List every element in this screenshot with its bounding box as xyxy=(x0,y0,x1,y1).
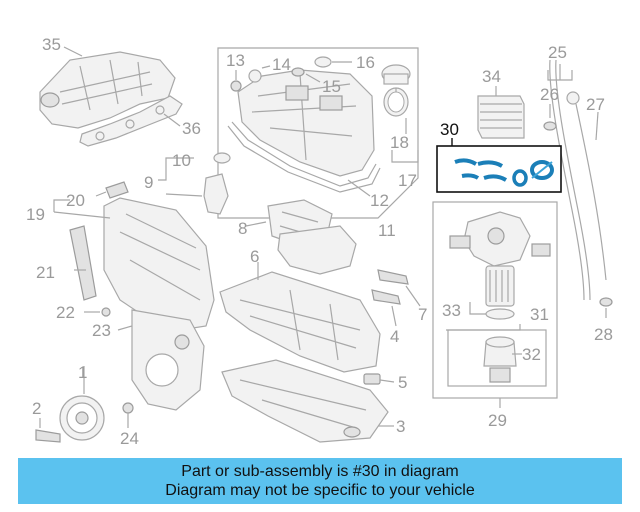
drain-plug xyxy=(363,373,381,385)
callout-22: 22 xyxy=(56,303,75,322)
callout-21: 21 xyxy=(36,263,55,282)
callout-5: 5 xyxy=(398,373,407,392)
banner-line-2: Diagram may not be specific to your vehi… xyxy=(165,482,475,499)
pulley-bolt xyxy=(35,429,61,443)
filter-cap xyxy=(483,336,517,383)
callout-12: 12 xyxy=(370,191,389,210)
seal-10 xyxy=(213,152,231,164)
intake-gasket xyxy=(79,95,183,147)
exploded-parts-diagram: 35 36 13 14 15 16 18 17 12 11 34 25 26 2… xyxy=(26,35,613,448)
callout-3: 3 xyxy=(396,417,405,436)
callout-36: 36 xyxy=(182,119,201,138)
callout-35: 35 xyxy=(42,35,61,54)
callout-33: 33 xyxy=(442,301,461,320)
sensor-assembly xyxy=(203,173,229,215)
oil-pan-lower xyxy=(221,359,389,443)
bracket-7 xyxy=(377,269,409,285)
callout-13: 13 xyxy=(226,51,245,70)
callout-16: 16 xyxy=(356,53,375,72)
callout-4: 4 xyxy=(390,327,399,346)
callout-20: 20 xyxy=(66,191,85,210)
oil-pan-upper xyxy=(219,271,381,373)
callout-6: 6 xyxy=(250,247,259,266)
callout-28: 28 xyxy=(594,325,613,344)
seal-ring-18 xyxy=(383,87,409,117)
crank-pulley xyxy=(59,395,105,441)
seal-15 xyxy=(291,67,305,77)
valve-cover xyxy=(237,69,375,177)
grommet-16 xyxy=(314,56,332,68)
callout-34: 34 xyxy=(482,67,501,86)
callout-8: 8 xyxy=(238,219,247,238)
callout-labels: 35 36 13 14 15 16 18 17 12 11 34 25 26 2… xyxy=(26,35,613,448)
dipstick xyxy=(566,91,607,281)
callout-15: 15 xyxy=(322,77,341,96)
o-ring-26 xyxy=(543,121,557,131)
callout-26: 26 xyxy=(540,85,559,104)
callout-2: 2 xyxy=(32,399,41,418)
banner-line-1: Part or sub-assembly is #30 in diagram xyxy=(181,463,459,480)
oil-cap xyxy=(381,64,411,85)
callout-1: 1 xyxy=(78,363,87,382)
stud-14 xyxy=(248,69,262,83)
callout-27: 27 xyxy=(586,95,605,114)
callout-24: 24 xyxy=(120,429,139,448)
bracket-4 xyxy=(371,289,401,305)
filter-o-ring xyxy=(485,308,515,320)
info-banner: Part or sub-assembly is #30 in diagram D… xyxy=(18,458,622,504)
callout-32: 32 xyxy=(522,345,541,364)
ladder-frame xyxy=(277,225,357,275)
bolt-22 xyxy=(101,307,111,317)
callout-17: 17 xyxy=(398,171,417,190)
filter-housing-frame xyxy=(432,201,558,399)
oil-filter-element xyxy=(485,265,515,307)
callout-19: 19 xyxy=(26,205,45,224)
valve-cover-gasket xyxy=(227,121,381,193)
part-30-box xyxy=(436,145,562,193)
callout-11: 11 xyxy=(378,221,396,240)
callout-7: 7 xyxy=(418,305,427,324)
callout-23: 23 xyxy=(92,321,111,340)
callout-10: 10 xyxy=(172,151,191,170)
bolt-13 xyxy=(230,80,242,92)
callout-25: 25 xyxy=(548,43,567,62)
callout-31: 31 xyxy=(530,305,549,324)
callout-14: 14 xyxy=(272,55,291,74)
oil-cooler xyxy=(477,95,525,139)
o-ring-28 xyxy=(599,297,613,307)
callout-18: 18 xyxy=(390,133,409,152)
callout-29: 29 xyxy=(488,411,507,430)
dipstick-tube xyxy=(549,59,591,301)
callout-30: 30 xyxy=(440,120,459,139)
timing-cover-upper xyxy=(103,197,215,331)
oil-filter-housing xyxy=(449,211,551,267)
bolt-24 xyxy=(122,402,134,428)
timing-cover-lower xyxy=(131,309,205,411)
intake-manifold xyxy=(39,51,176,129)
part-30-seal-kit xyxy=(454,158,554,187)
bracket-20 xyxy=(105,181,129,199)
callout-9: 9 xyxy=(144,173,153,192)
timing-bracket-21 xyxy=(69,225,97,301)
